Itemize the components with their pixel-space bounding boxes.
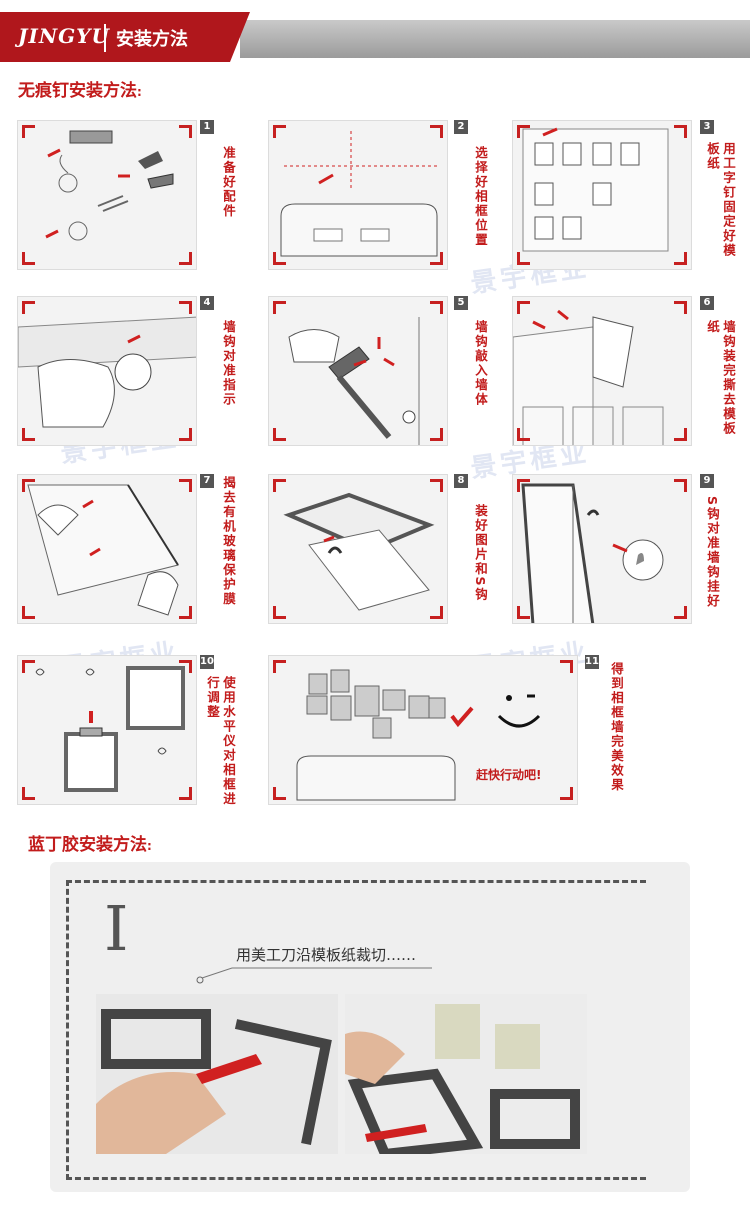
section-title-glue: 蓝丁胶安装方法:	[28, 830, 152, 855]
step-number: 8	[454, 474, 468, 488]
step-label: 墙钩装完撕去模板纸	[705, 320, 736, 436]
step-7-illustration	[17, 474, 197, 624]
step-number: 6	[700, 296, 714, 310]
step-10-illustration	[17, 655, 197, 805]
sofa-wall-icon	[280, 131, 439, 257]
cutting-photo-1	[96, 994, 338, 1154]
brand-logo: JINGYU	[18, 24, 110, 48]
section-title-colon: :	[147, 839, 152, 853]
header-brand-block	[0, 12, 250, 62]
step-6-illustration	[512, 296, 692, 446]
hand-hook-icon	[18, 316, 196, 428]
glue-caption: 用美工刀沿模板纸裁切……	[236, 946, 417, 964]
frame-photo-icon	[283, 492, 435, 611]
slogan-text: 赶快行动吧!	[476, 768, 542, 782]
dashed-border	[66, 880, 646, 1180]
step-label: 用工字钉固定好模板纸	[705, 142, 736, 258]
caption-pointer	[196, 967, 432, 984]
step-label: 揭去有机玻璃保护膜	[221, 476, 236, 607]
hang-frame-icon	[521, 483, 664, 623]
page-title: 安装方法	[116, 29, 188, 50]
step-number: 11	[585, 655, 599, 669]
header-bar	[240, 20, 750, 58]
step-number: 10	[200, 655, 214, 669]
step-number: 3	[700, 120, 714, 134]
step-8-illustration	[268, 474, 448, 624]
step-label: 得到相框墙完美效果	[609, 662, 624, 793]
step-9-illustration	[512, 474, 692, 624]
step-label: 墙钩敲入墙体	[473, 320, 488, 407]
section-title-nail-text: 无痕钉安装方法	[18, 81, 137, 101]
section-title-nail: 无痕钉安装方法:	[18, 76, 142, 101]
step-label: 装好图片和S钩	[473, 504, 488, 603]
step-label: S钩对准墙钩挂好	[705, 496, 720, 609]
step-label: 选择好相框位置	[473, 146, 488, 248]
step-4-illustration	[17, 296, 197, 446]
step-roman-numeral: I	[104, 892, 129, 965]
step-number: 5	[454, 296, 468, 310]
step-5-illustration	[268, 296, 448, 446]
tear-paper-icon	[513, 309, 664, 445]
peel-film-icon	[27, 484, 179, 616]
knife-cut-image	[96, 994, 338, 1154]
level-frames-icon	[35, 666, 185, 792]
step-label: 使用水平仪对相框进行调整	[205, 676, 236, 807]
step-3-illustration	[512, 120, 692, 270]
template-cut-image	[345, 994, 587, 1154]
header-divider	[104, 24, 106, 52]
section-title-colon: :	[137, 85, 142, 99]
finished-wall-icon	[296, 669, 541, 801]
step-1-illustration	[17, 120, 197, 270]
section-title-glue-text: 蓝丁胶安装方法	[28, 835, 147, 855]
hammer-icon	[288, 317, 420, 445]
template-paper-icon	[522, 127, 669, 252]
step-label: 准备好配件	[221, 146, 236, 219]
step-11-illustration: 赶快行动吧!	[268, 655, 578, 805]
step-number: 7	[200, 474, 214, 488]
step-label: 墙钩对准指示	[221, 320, 236, 407]
step-2-illustration	[268, 120, 448, 270]
step-number: 9	[700, 474, 714, 488]
step-number: 1	[200, 120, 214, 134]
accessories-icon	[45, 130, 174, 241]
cutting-photo-2	[345, 994, 587, 1154]
step-number: 2	[454, 120, 468, 134]
step-number: 4	[200, 296, 214, 310]
